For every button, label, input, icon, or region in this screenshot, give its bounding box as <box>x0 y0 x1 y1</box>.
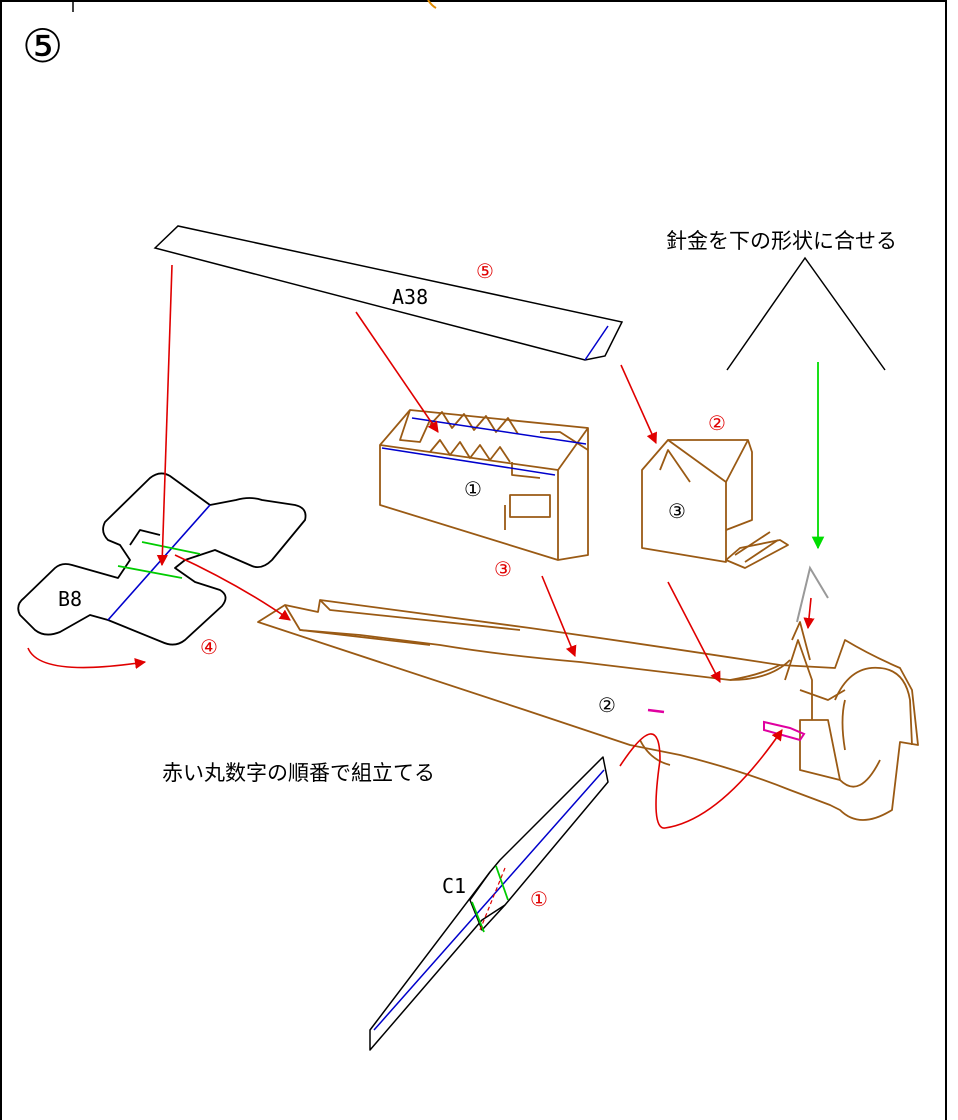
wire-note: 針金を下の形状に合せる <box>666 229 897 253</box>
fuselage-number: ② <box>598 693 616 717</box>
part-b8 <box>17 472 307 646</box>
arrow-a38-left <box>156 264 173 567</box>
c1-glue-2 <box>495 865 509 901</box>
wire-shape <box>726 256 886 371</box>
b8-fold <box>107 504 211 621</box>
b8-label: B8 <box>58 587 82 611</box>
part-a38 <box>153 225 624 361</box>
top-clipped-mark <box>427 0 437 9</box>
arrow-b8 <box>174 554 291 621</box>
arrow-engine <box>541 575 577 658</box>
order-a38: ⑤ <box>476 259 494 283</box>
arrow-a38-mid <box>355 311 439 433</box>
part-engine-block <box>379 409 589 561</box>
b8-glue-1 <box>117 565 183 579</box>
engine-fold-1 <box>411 417 587 445</box>
arrow-cockpit <box>667 581 721 683</box>
a38-label: A38 <box>392 285 428 309</box>
c1-cut-line <box>479 867 506 931</box>
c1-glue-1 <box>471 901 485 933</box>
arrow-c1 <box>619 729 783 829</box>
fuselage-pink-mark <box>647 708 665 714</box>
order-cockpit-box: ② <box>708 411 726 435</box>
c1-fold <box>373 769 605 1031</box>
wire-part <box>796 565 829 623</box>
order-c1: ① <box>530 887 548 911</box>
arrow-b8-flip <box>27 647 147 670</box>
part-cockpit-box <box>641 439 789 569</box>
engine-number: ① <box>464 477 482 501</box>
b8-glue-2 <box>141 541 201 555</box>
fuselage-pink-slot <box>763 720 806 742</box>
step-number: ⑤ <box>22 19 63 73</box>
assembly-arrows <box>27 264 815 829</box>
arrow-a38-right <box>620 364 657 445</box>
c1-label: C1 <box>442 874 466 898</box>
part-fuselage <box>257 599 919 821</box>
arrow-wire <box>803 597 815 630</box>
engine-fold-2 <box>381 447 556 476</box>
order-note: 赤い丸数字の順番で組立てる <box>162 761 435 785</box>
part-c1 <box>369 756 609 1051</box>
order-b8: ④ <box>200 635 218 659</box>
order-fuselage-upper: ③ <box>494 557 512 581</box>
cockpit-number: ③ <box>668 499 686 523</box>
